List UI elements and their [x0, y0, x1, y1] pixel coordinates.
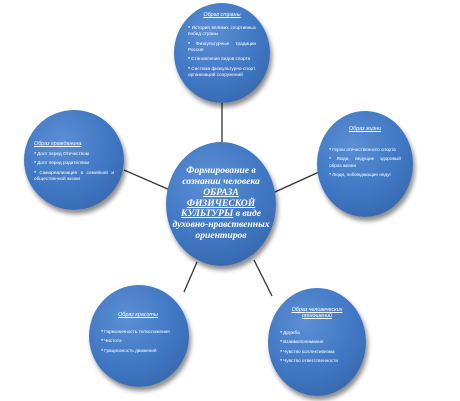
connector-left	[123, 169, 171, 191]
central-line-1: Формирование в сознании человека	[182, 165, 260, 188]
list-item: Люди, побеждающие недуг	[329, 172, 401, 178]
list-item: Физкультурные традиции России	[188, 41, 256, 54]
node-items: Долг перед Отечеством Долг перед родител…	[34, 151, 114, 182]
node-items: Дружба Взаимопонимание Чувство коллектив…	[280, 330, 354, 364]
node-items: Гармоничность телосложения Чистота Граци…	[101, 329, 175, 354]
node-items: Герои отечественного спорта Люди, ведущи…	[329, 147, 401, 178]
node-title: Образ красоты	[118, 312, 158, 318]
list-item: Взаимопонимание	[280, 339, 354, 345]
central-line-2: ОБРАЗА ФИЗИЧЕСКОЙ КУЛЬТУРЫ	[180, 186, 256, 220]
list-item: Гармоничность телосложения	[101, 329, 175, 335]
list-item: Чувство ответственности	[280, 358, 354, 364]
list-item: Грациозность движений	[101, 348, 175, 354]
connector-bottom-right	[253, 259, 273, 297]
central-line-3: в виде духовно-нравственных ориентиров	[172, 208, 270, 241]
list-item: История великих спортивных побед страны	[188, 25, 256, 38]
node-lifestyle-image: Образ жизни Герои отечественного спорта …	[317, 111, 413, 217]
list-item: Долг перед Отечеством	[34, 151, 114, 157]
list-item: Люди, ведущие здоровый образ жизни	[329, 156, 401, 169]
node-title: Образ гражданина	[34, 141, 82, 147]
list-item: Самореализация в семейной и общественной…	[34, 170, 114, 183]
node-country-image: Образ страны История великих спортивных …	[174, 3, 270, 103]
list-item: Дружба	[280, 330, 354, 336]
node-citizen-image: Образ гражданина Долг перед Отечеством Д…	[24, 110, 124, 210]
central-node: Формирование в сознании человека ОБРАЗА …	[166, 142, 276, 266]
list-item: Герои отечественного спорта	[329, 147, 401, 153]
list-item: Система физкультурно-спорт. организаций …	[188, 66, 256, 79]
list-item: Долг перед родителями	[34, 160, 114, 166]
node-items: История великих спортивных побед страны …	[188, 25, 256, 78]
central-node-text: Формирование в сознании человека ОБРАЗА …	[172, 166, 270, 241]
node-title: Образ страны	[203, 12, 241, 18]
node-beauty-image: Образ красоты Гармоничность телосложения…	[89, 285, 189, 387]
node-relations-image: Образ человеческих отношений Дружба Взаи…	[268, 288, 366, 396]
list-item: Чувство коллективизма	[280, 349, 354, 355]
node-title: Образ человеческих отношений	[291, 307, 343, 319]
connector-bottom-left	[183, 261, 198, 293]
list-item: Чистота	[101, 338, 175, 344]
node-title: Образ жизни	[348, 126, 382, 132]
connector-right	[274, 171, 320, 193]
list-item: Становление видов спорта	[188, 56, 256, 62]
